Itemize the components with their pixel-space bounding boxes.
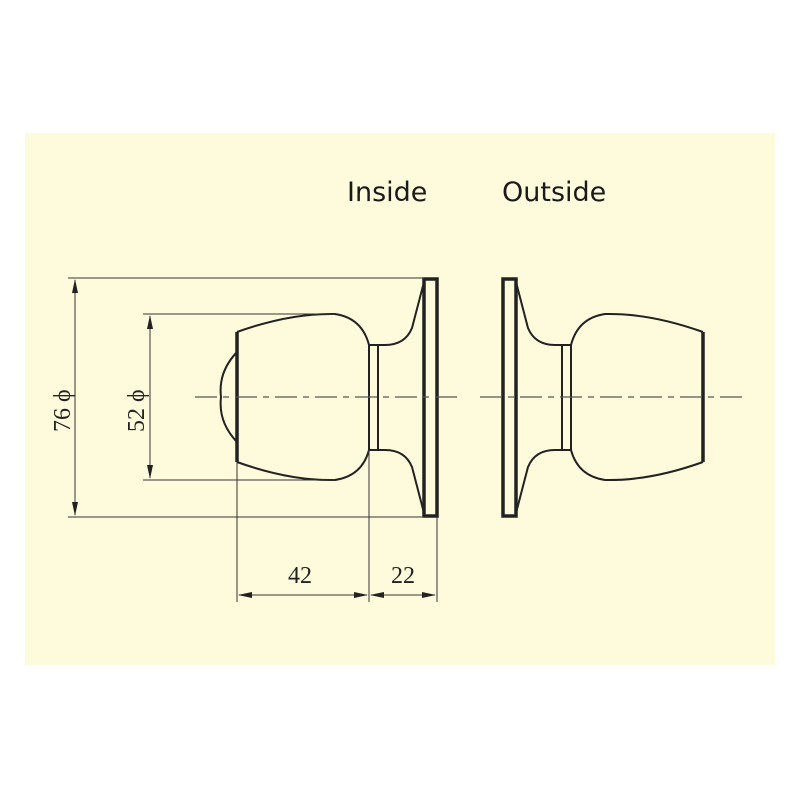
knob-dome bbox=[219, 351, 238, 443]
dim-76-label: 76 ϕ bbox=[50, 389, 76, 432]
inside-knob bbox=[219, 277, 439, 518]
dim-52-label: 52 ϕ bbox=[124, 389, 150, 432]
dim-22-label: 22 bbox=[391, 563, 415, 589]
outside-label: Outside bbox=[502, 177, 606, 208]
inside-label: Inside bbox=[347, 177, 427, 208]
dim-42-label: 42 bbox=[288, 563, 312, 589]
